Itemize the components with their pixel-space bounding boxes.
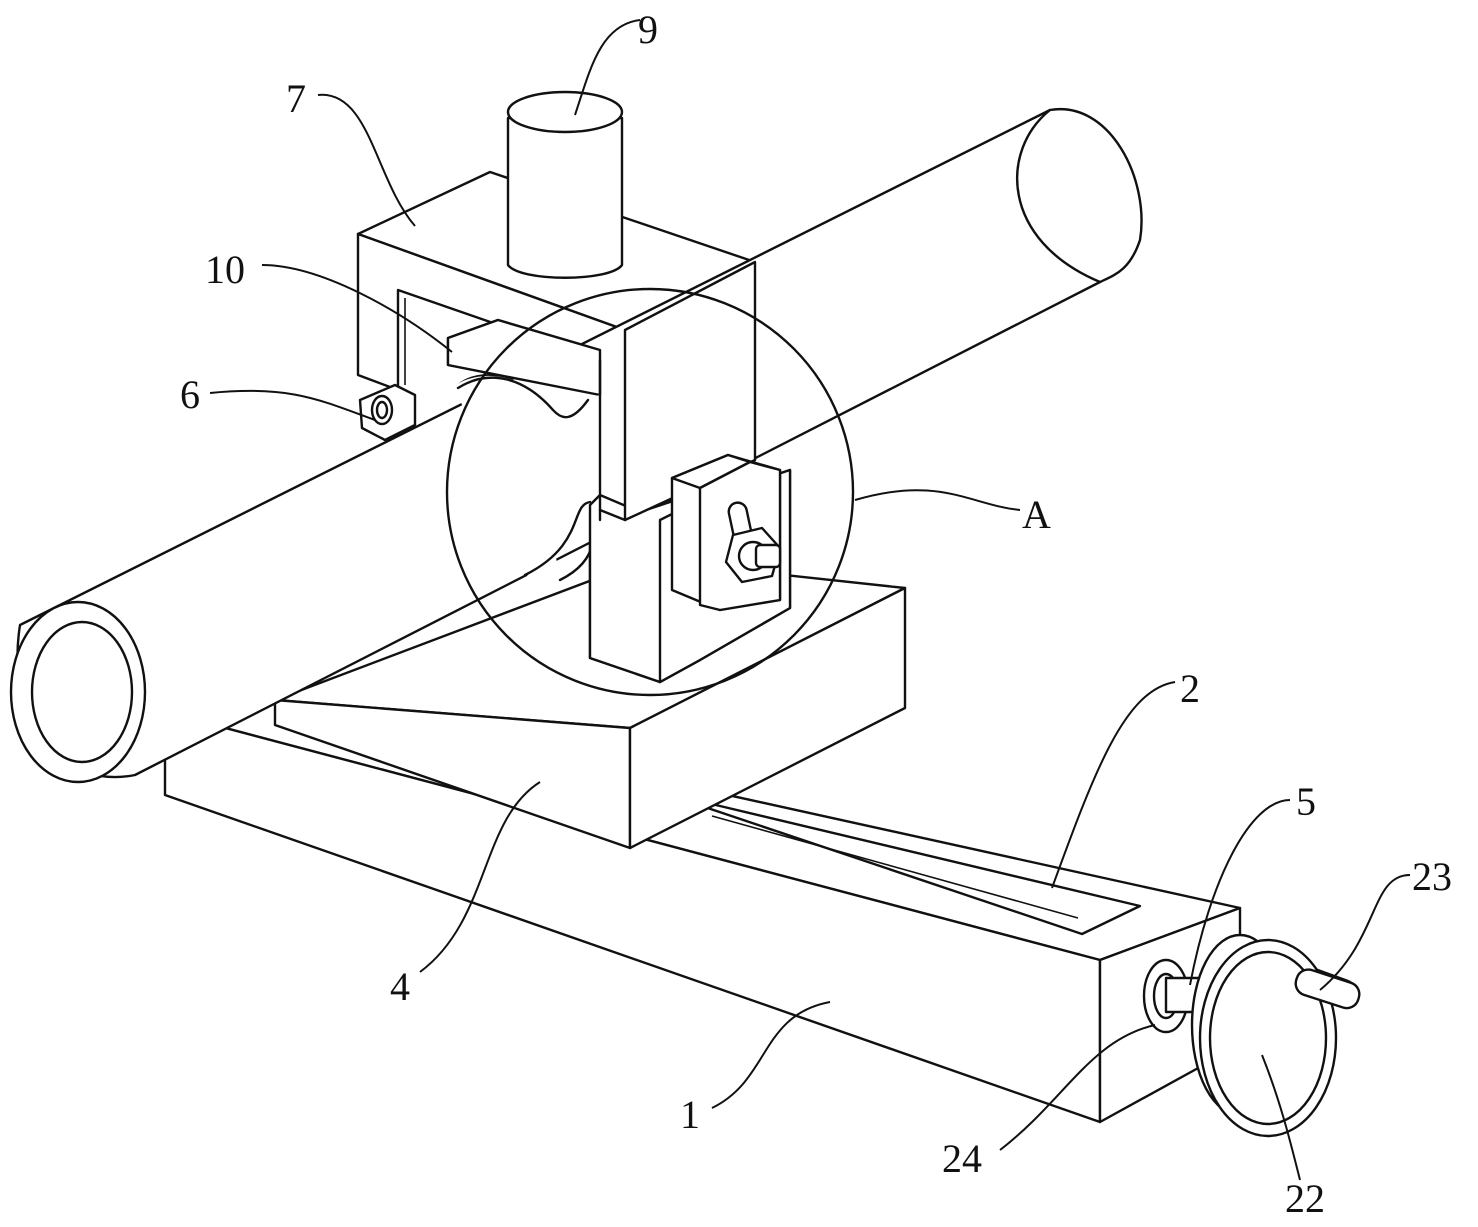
label-5: 5 [1296,779,1316,824]
label-7: 7 [286,76,306,121]
cylinder [508,92,622,278]
leader-6 [210,391,375,420]
label-10: 10 [205,247,245,292]
leader-a [855,490,1020,510]
label-4: 4 [390,964,410,1009]
label-9: 9 [638,7,658,52]
leader-23 [1320,875,1410,990]
label-6: 6 [180,372,200,417]
label-2: 2 [1180,666,1200,711]
leader-7 [318,95,415,226]
label-23: 23 [1412,854,1452,899]
leader-2 [1052,682,1175,888]
label-22: 22 [1285,1176,1325,1221]
label-a: A [1022,492,1051,537]
label-24: 24 [942,1136,982,1181]
side-bracket [672,455,780,610]
handwheel [1200,940,1336,1136]
label-1: 1 [680,1092,700,1137]
